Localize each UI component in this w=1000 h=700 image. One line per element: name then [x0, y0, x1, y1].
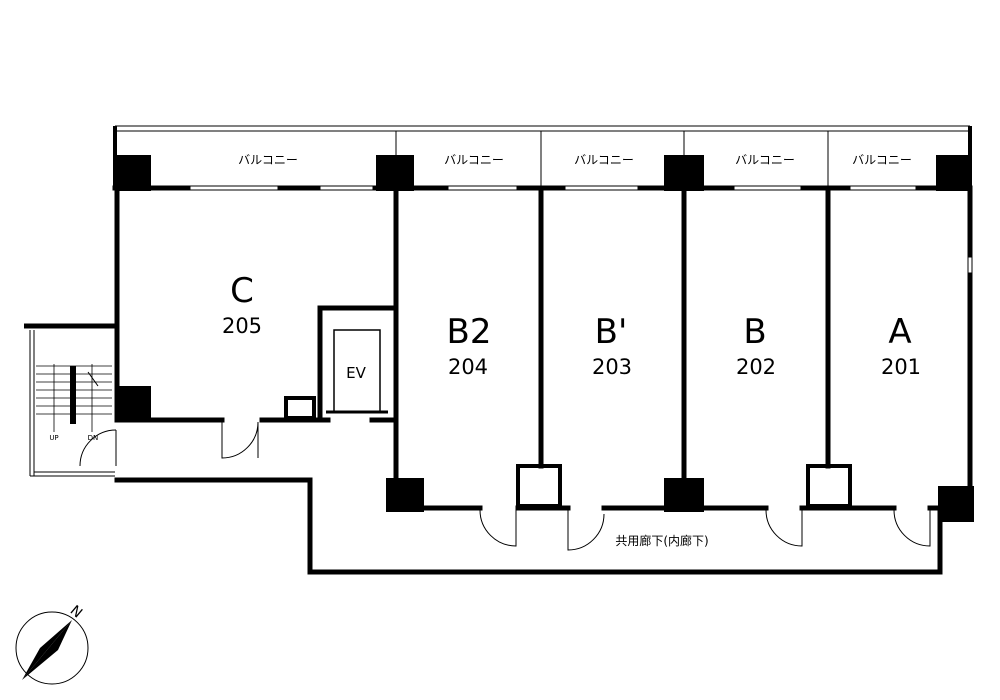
stairs-up-label: UP — [49, 434, 58, 442]
unit-a: A 201 — [881, 312, 921, 379]
doors — [79, 421, 931, 551]
windows — [188, 185, 973, 275]
balcony-label: バルコニー — [444, 153, 504, 167]
columns — [115, 155, 974, 522]
unit-letter: B — [743, 312, 766, 352]
balcony-label: バルコニー — [852, 153, 912, 167]
unit-c: C 205 — [222, 271, 262, 338]
unit-letter: B2 — [447, 312, 492, 352]
balcony-label: バルコニー — [574, 153, 634, 167]
balcony-label: バルコニー — [735, 153, 795, 167]
unit-b2: B2 204 — [447, 312, 492, 379]
stairs-down-label: DN — [88, 434, 99, 442]
unit-number: 202 — [736, 355, 776, 379]
walls — [112, 185, 973, 575]
elevator-label: EV — [346, 364, 366, 382]
unit-letter: B' — [595, 312, 628, 352]
compass-north-label: N — [67, 603, 85, 622]
stairwell: UP DN — [24, 323, 115, 477]
unit-letter: C — [230, 271, 254, 311]
unit-number: 203 — [592, 355, 632, 379]
corridor-label: 共用廊下(内廊下) — [615, 533, 708, 548]
pipe-shafts — [284, 396, 852, 508]
unit-b-prime: B' 203 — [592, 312, 632, 379]
balcony-label: バルコニー — [238, 153, 298, 167]
elevator: EV — [326, 329, 388, 414]
unit-number: 204 — [448, 355, 488, 379]
compass-icon: N — [15, 603, 89, 685]
unit-b: B 202 — [736, 312, 776, 379]
unit-number: 205 — [222, 314, 262, 338]
unit-number: 201 — [881, 355, 921, 379]
unit-letter: A — [888, 312, 911, 352]
